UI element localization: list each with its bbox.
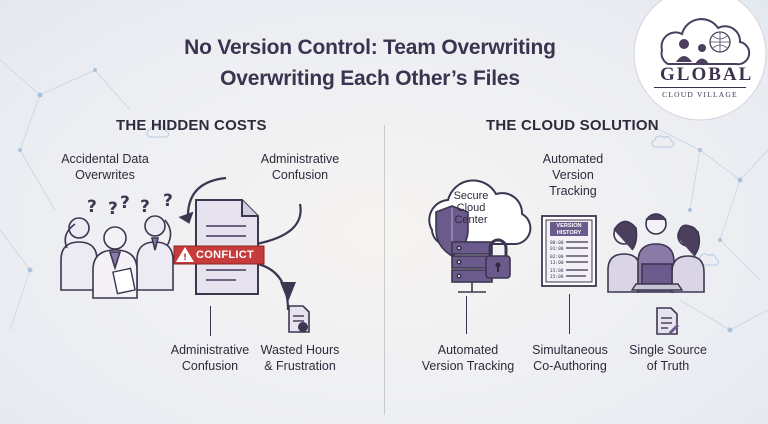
single-source-document-icon xyxy=(656,307,679,335)
accidental-overwrites-label: Accidental Data Overwrites xyxy=(50,151,160,183)
svg-text:02:00: 02:00 xyxy=(550,254,564,260)
confused-team-illustration: ????? xyxy=(60,191,174,299)
hidden-costs-heading: THE HIDDEN COSTS xyxy=(116,117,267,134)
top-label-line-1: Automated xyxy=(542,152,604,166)
connector-line xyxy=(210,306,211,336)
server-icon xyxy=(451,241,493,283)
curved-arrow-icon xyxy=(255,203,302,246)
curved-arrow-icon xyxy=(186,176,227,221)
collaborating-team-illustration xyxy=(607,213,705,293)
connector-line xyxy=(466,296,467,334)
svg-text:?: ? xyxy=(163,191,173,211)
svg-text:01:00: 01:00 xyxy=(550,246,564,252)
simultaneous-co-authoring-label: Simultaneous Co-Authoring xyxy=(522,342,618,374)
version-history-header: VERSION HISTORY xyxy=(551,223,587,236)
wasted-time-document-icon xyxy=(288,305,310,333)
logo-badge-icon xyxy=(633,0,767,121)
single-line-1: Single Source xyxy=(629,343,707,357)
top-label-line-2: Version xyxy=(552,168,594,182)
admin-top-line-2: Confusion xyxy=(271,168,329,182)
page-title: No Version Control: Team Overwriting Ove… xyxy=(130,32,610,94)
auto-line-2: Version Tracking xyxy=(421,359,515,373)
cloud-solution-heading: THE CLOUD SOLUTION xyxy=(486,117,659,134)
administrative-confusion-bottom-label: Administrative Confusion xyxy=(158,342,262,374)
single-source-of-truth-label: Single Source of Truth xyxy=(620,342,716,374)
svg-text:?: ? xyxy=(108,199,118,219)
wasted-hours-label: Wasted Hours & Frustration xyxy=(250,342,350,374)
conflict-document-illustration: ! xyxy=(173,176,302,310)
padlock-icon xyxy=(485,238,511,279)
accidental-line-2: Overwrites xyxy=(75,168,135,182)
svg-text:?: ? xyxy=(87,197,97,217)
wasted-line-2: & Frustration xyxy=(264,359,336,373)
admin-bottom-line-1: Administrative xyxy=(170,343,250,357)
question-marks-icon: ????? xyxy=(87,191,173,219)
global-cloud-village-logo: GLOBAL CLOUD VILLAGE xyxy=(624,0,768,122)
svg-text:?: ? xyxy=(120,193,130,213)
svg-text:15:00: 15:00 xyxy=(550,274,564,280)
logo-tagline-text: CLOUD VILLAGE xyxy=(654,87,746,99)
wasted-line-1: Wasted Hours xyxy=(260,343,340,357)
connector-line xyxy=(569,294,570,334)
admin-top-line-1: Administrative xyxy=(260,152,340,166)
cloud-line-3: Center xyxy=(454,214,488,226)
svg-text:13:00: 13:00 xyxy=(550,260,564,266)
logo-brand-text: GLOBAL xyxy=(660,64,754,85)
sim-line-1: Simultaneous xyxy=(532,343,608,357)
doc-header-line-2: HISTORY xyxy=(556,229,582,236)
laptop-icon xyxy=(630,263,684,291)
administrative-confusion-top-label: Administrative Confusion xyxy=(245,151,355,183)
doc-header-line-1: VERSION xyxy=(556,223,582,229)
secure-cloud-illustration xyxy=(428,179,532,293)
section-divider xyxy=(384,125,385,415)
title-line-2: Overwriting Each Other’s Files xyxy=(220,67,520,90)
arrow-down-icon xyxy=(280,282,296,302)
sim-line-2: Co-Authoring xyxy=(533,359,607,373)
auto-line-1: Automated xyxy=(437,343,499,357)
cloud-line-2: Cloud xyxy=(456,202,486,214)
svg-text:!: ! xyxy=(183,253,187,263)
accidental-line-1: Accidental Data xyxy=(61,152,149,166)
secure-cloud-center-label: Secure Cloud Center xyxy=(446,190,496,226)
title-line-1: No Version Control: Team Overwriting xyxy=(184,36,556,59)
svg-text:00:00: 00:00 xyxy=(550,240,564,246)
admin-bottom-line-2: Confusion xyxy=(181,359,239,373)
svg-text:15:00: 15:00 xyxy=(550,268,564,274)
cloud-line-1: Secure xyxy=(453,190,489,202)
svg-text:?: ? xyxy=(140,197,150,217)
automated-version-tracking-bottom-label: Automated Version Tracking xyxy=(416,342,520,374)
conflict-banner-label: CONFLICT xyxy=(196,249,255,261)
automated-version-tracking-top-label: Automated Version Tracking xyxy=(523,151,623,199)
single-line-2: of Truth xyxy=(646,359,690,373)
top-label-line-3: Tracking xyxy=(549,184,597,198)
